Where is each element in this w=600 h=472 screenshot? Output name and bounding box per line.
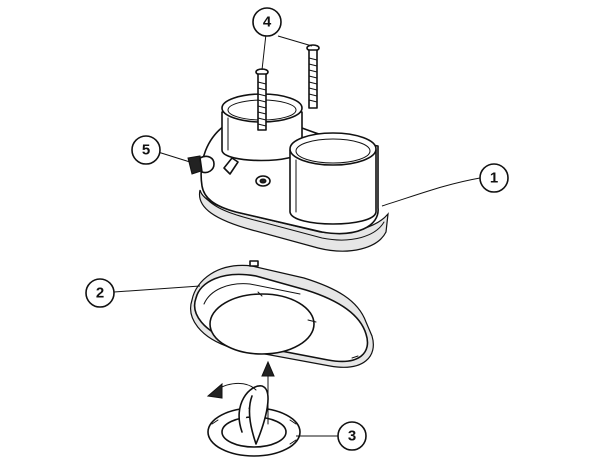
arrow-up-icon xyxy=(261,360,275,425)
callout-4: 4 xyxy=(252,7,282,37)
callout-label-4: 4 xyxy=(263,14,272,31)
side-knob xyxy=(187,155,215,175)
callout-label-2: 2 xyxy=(96,285,104,302)
callout-2: 2 xyxy=(85,278,115,308)
callout-3: 3 xyxy=(337,421,367,451)
leader-line-4b xyxy=(277,35,313,47)
callout-label-3: 3 xyxy=(348,428,356,445)
leader-line-2 xyxy=(113,285,201,293)
callout-5: 5 xyxy=(131,135,161,165)
arrow-rotate-icon xyxy=(206,382,257,399)
callout-label-5: 5 xyxy=(142,142,150,159)
gasket-ring xyxy=(190,260,374,368)
leader-line-1 xyxy=(381,177,481,207)
callout-label-1: 1 xyxy=(490,170,498,187)
o-ring xyxy=(207,385,301,457)
callout-1: 1 xyxy=(479,163,509,193)
leader-line-4a xyxy=(261,33,267,71)
leader-line-5 xyxy=(157,151,191,163)
adapter-housing xyxy=(198,93,389,252)
